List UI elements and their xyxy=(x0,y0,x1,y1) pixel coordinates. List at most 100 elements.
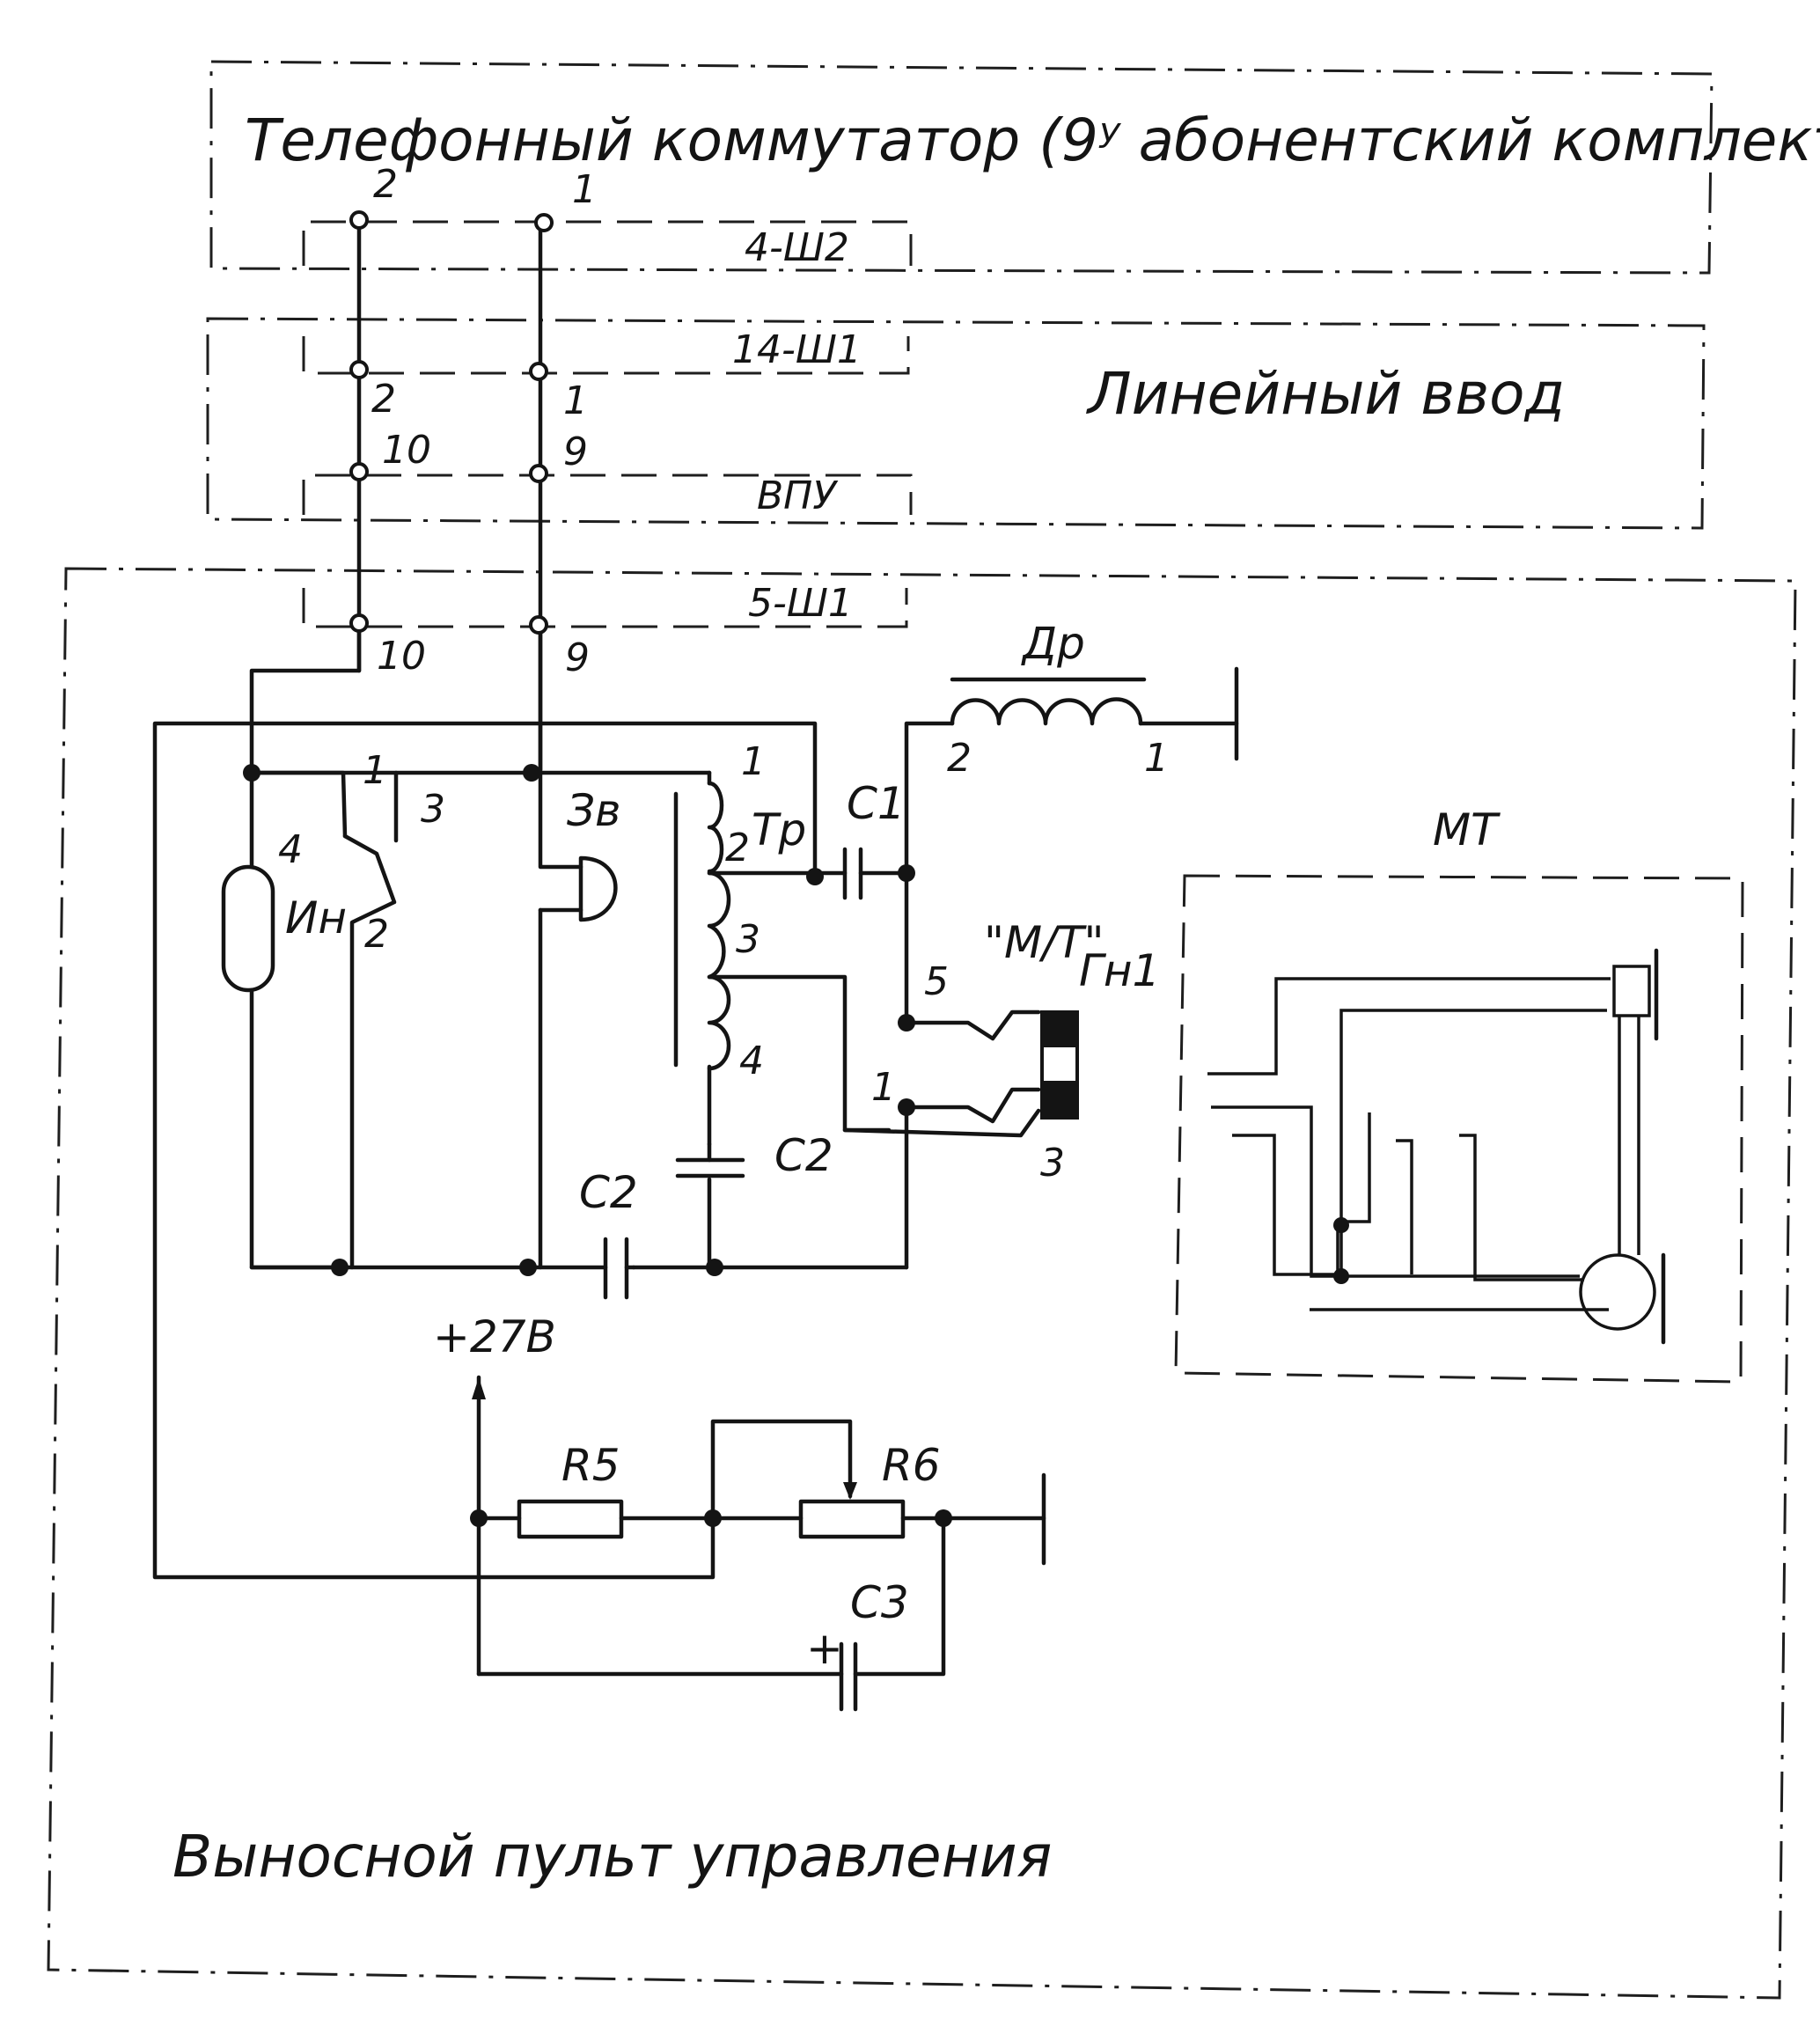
junction-nodes xyxy=(243,764,952,1527)
lamp-pin: 4 xyxy=(278,827,303,872)
mt-wire-3 xyxy=(1232,1112,1371,1276)
line-input-frame xyxy=(206,317,1706,530)
mt-frame xyxy=(1174,874,1744,1384)
mt-mic xyxy=(1579,1253,1656,1331)
c2a-label: С2 xyxy=(579,1167,638,1218)
mt-block xyxy=(1174,874,1744,1384)
connector-box-5-sh1 xyxy=(302,588,908,628)
terminal-li-10 xyxy=(349,462,369,481)
node-to-choke xyxy=(904,721,955,1025)
r6-wiper xyxy=(710,1419,853,1521)
connector-box-4-sh2 xyxy=(302,220,913,266)
terminal-li-2 xyxy=(349,360,369,379)
node xyxy=(243,764,261,782)
c3-right xyxy=(853,1516,946,1677)
mt-node-2 xyxy=(1333,1268,1349,1284)
mt-wire-2 xyxy=(1211,1105,1580,1278)
r6-label: R6 xyxy=(882,1440,941,1491)
node xyxy=(898,1014,915,1032)
lamp-label: Ин xyxy=(285,892,347,943)
node xyxy=(523,764,540,782)
mt-wire-1 xyxy=(1207,977,1611,1076)
tr-pin3-lead xyxy=(707,974,892,1133)
pin-li-1: 1 xyxy=(563,378,588,423)
components xyxy=(221,677,1147,1712)
jack-label: "М/Т" xyxy=(984,917,1104,968)
bell-symbol xyxy=(578,855,618,922)
terminal-sw-2 xyxy=(349,210,369,230)
connector-label-4-sh2: 4-Ш2 xyxy=(745,225,849,270)
switchboard-frame xyxy=(209,60,1714,275)
trunk-lines xyxy=(249,210,554,773)
key-pin3: 3 xyxy=(421,787,445,832)
tr-pin4: 4 xyxy=(739,1039,764,1083)
mt-title: МТ xyxy=(1433,804,1501,855)
jack-contact-bottom xyxy=(1042,1081,1077,1118)
c1-label: С1 xyxy=(847,778,906,829)
lamp-symbol xyxy=(221,864,275,993)
jack-contact-top xyxy=(1042,1012,1077,1047)
mt-wire-4 xyxy=(1339,1009,1607,1281)
jack-3-lead xyxy=(842,1108,1041,1138)
jack-ref: Гн1 xyxy=(1079,945,1160,996)
remote-panel-title: Выносной пульт управления xyxy=(172,1823,1052,1891)
pin-li-2: 2 xyxy=(371,377,396,422)
pin-li-9: 9 xyxy=(563,429,588,474)
tr-pin2: 2 xyxy=(725,826,750,870)
jack-pin1: 1 xyxy=(871,1065,896,1110)
c3-label: С3 xyxy=(850,1577,909,1628)
connector-label-5-sh1: 5-Ш1 xyxy=(748,581,853,626)
pin-sw-1: 1 xyxy=(572,167,597,212)
block-frames xyxy=(47,60,1797,2000)
tr-pin3: 3 xyxy=(736,917,760,962)
connector-box-vpu xyxy=(302,474,913,515)
node xyxy=(519,1259,537,1276)
pin-rp-9: 9 xyxy=(565,635,590,680)
line-input-title: Линейный ввод xyxy=(1086,360,1565,428)
terminal-rp-9 xyxy=(529,615,548,635)
choke-coil xyxy=(950,697,1143,726)
terminal-rp-10 xyxy=(349,613,369,633)
lamp-return xyxy=(249,987,342,1270)
mt-headset-body xyxy=(1612,965,1651,1017)
transformer-label: Тр xyxy=(752,804,806,855)
pin-sw-2: 2 xyxy=(373,162,398,207)
tr-winding-34 xyxy=(707,870,731,1071)
connector-label-14-sh1: 14-Ш1 xyxy=(732,327,862,372)
connector-label-vpu: ВПУ xyxy=(757,474,839,518)
remote-panel-frame xyxy=(47,567,1797,2000)
mt-node-1 xyxy=(1333,1217,1349,1233)
choke-pin1: 1 xyxy=(1144,736,1169,781)
mt-wire-6 xyxy=(1396,1139,1413,1274)
pin-li-10: 10 xyxy=(382,428,431,473)
node xyxy=(806,868,824,885)
terminal-li-1 xyxy=(529,362,548,381)
r5-symbol xyxy=(517,1499,624,1539)
choke-pin2: 2 xyxy=(947,736,972,781)
key-lever xyxy=(342,833,397,1270)
jack-1-lead xyxy=(904,1087,1041,1124)
bell-lead xyxy=(538,770,583,870)
terminal-li-9 xyxy=(529,464,548,483)
supply-label: +27В xyxy=(433,1311,556,1362)
tr-winding-12 xyxy=(707,781,724,874)
mt-wire-7 xyxy=(1459,1134,1584,1281)
node xyxy=(898,864,915,882)
key-arm xyxy=(249,770,348,839)
node xyxy=(704,1509,722,1527)
r6-wiper-arrow xyxy=(843,1482,857,1500)
labels: Телефонный коммутатор (9ʸ абонентский ко… xyxy=(172,106,1820,1891)
c2b-label: С2 xyxy=(774,1130,833,1181)
pin-rp-10: 10 xyxy=(377,634,426,679)
left-trunk-drop xyxy=(249,622,362,773)
jack-pin3: 3 xyxy=(1040,1141,1065,1186)
tr-pin1: 1 xyxy=(741,739,766,784)
connector-box-14-sh1 xyxy=(302,336,910,375)
r5-label: R5 xyxy=(561,1440,620,1491)
choke-label: Др xyxy=(1021,618,1085,669)
connector-boxes xyxy=(302,220,913,628)
switchboard-title: Телефонный коммутатор (9ʸ абонентский ко… xyxy=(245,106,1820,174)
jack-pin5: 5 xyxy=(924,959,949,1004)
node xyxy=(706,1259,723,1276)
